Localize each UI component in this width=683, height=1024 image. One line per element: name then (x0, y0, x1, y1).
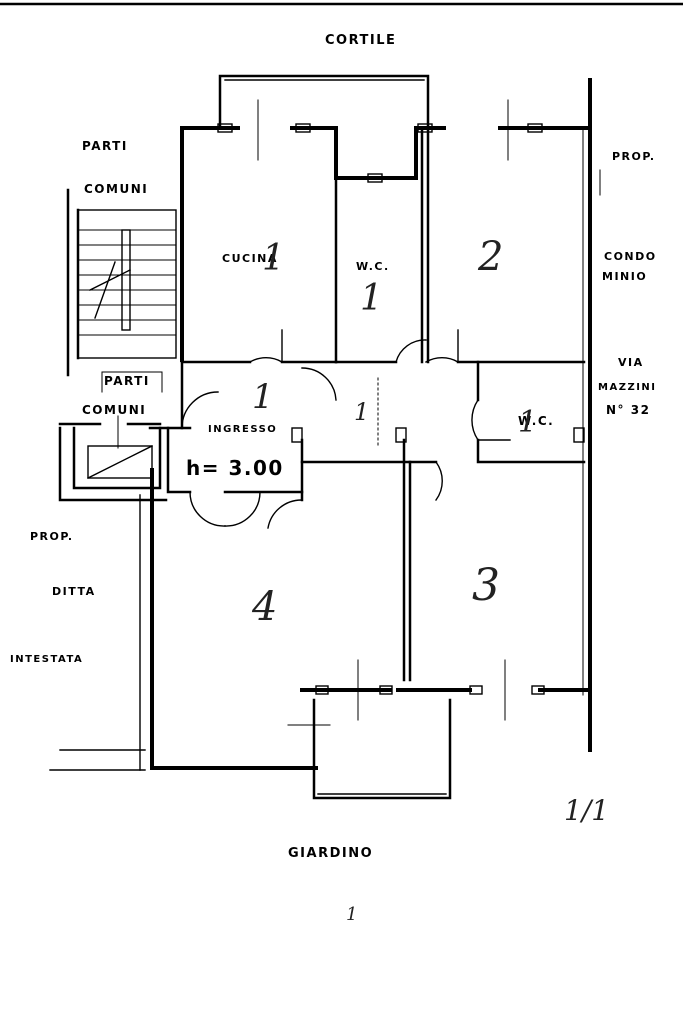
label-via-line2: MAZZINI (598, 382, 657, 393)
exterior-walls (49, 78, 592, 771)
label-ingresso: INGRESSO (208, 424, 277, 435)
room-number-2: 2 (477, 234, 503, 280)
label-prop-condominio-line3: MINIO (602, 270, 647, 283)
label-prop-ditta-line2: DITTA (52, 585, 96, 598)
bottom-handwritten-mark: 1 (346, 904, 357, 925)
window-marks (217, 99, 601, 726)
label-prop-ditta-line1: PROP. (30, 530, 74, 543)
label-parti-comuni-top-line1: PARTI (82, 139, 128, 153)
room-number-wc-1: 1 (360, 278, 383, 319)
bottom-balcony (312, 698, 452, 800)
elevator-shaft (58, 415, 168, 502)
room-number-ingresso: 1 (252, 377, 274, 417)
room-number-cucina: 1 (262, 238, 285, 279)
label-cortile: CORTILE (325, 33, 396, 48)
label-via-line1: VIA (618, 356, 644, 369)
door-swings (181, 329, 511, 529)
top-balcony (218, 74, 430, 130)
label-wc-1: W.C. (356, 260, 390, 273)
label-prop-condominio-line1: PROP. (612, 150, 656, 163)
label-parti-comuni-mid-line2: COMUNI (82, 403, 146, 417)
room-number-corridor: 1 (354, 398, 369, 426)
label-wc-2: W.C. (518, 414, 554, 428)
staircase (66, 188, 177, 393)
label-cucina: CUCINA (222, 252, 278, 265)
label-parti-comuni-top-line2: COMUNI (84, 182, 148, 196)
label-prop-condominio-line2: CONDO (604, 250, 657, 263)
room-number-4: 4 (251, 584, 277, 630)
corner-handwritten-mark: 1/1 (564, 794, 609, 827)
interior-walls (180, 126, 586, 682)
label-ceiling-height: h= 3.00 (186, 456, 284, 480)
label-giardino: GIARDINO (288, 846, 373, 861)
label-prop-ditta-line3: INTESTATA (10, 654, 83, 665)
label-parti-comuni-mid-line1: PARTI (104, 374, 150, 388)
room-number-wc-2: 1 (518, 405, 537, 440)
room-number-3: 3 (472, 560, 500, 611)
label-via-line3: N° 32 (606, 403, 650, 417)
